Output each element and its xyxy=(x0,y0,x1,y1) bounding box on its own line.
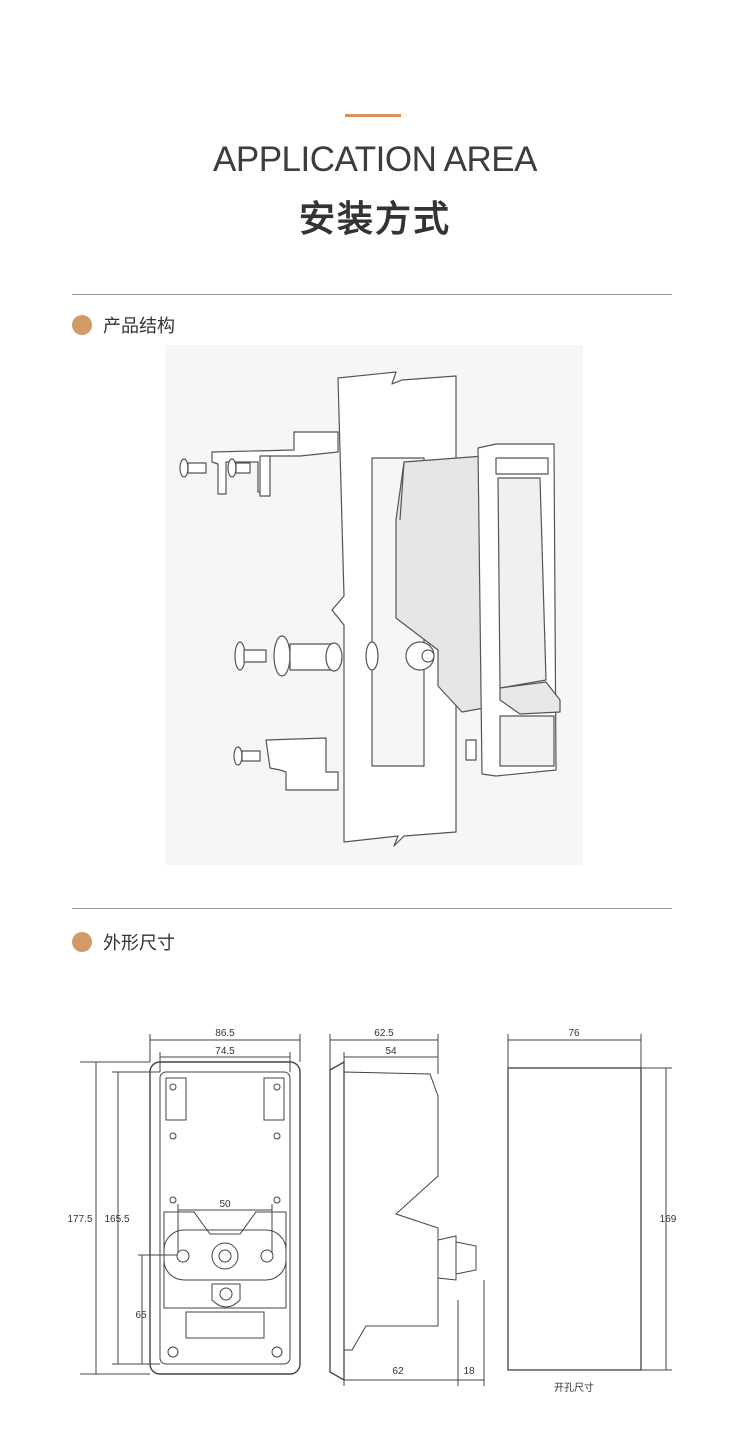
side-view-knob xyxy=(455,1241,477,1275)
accent-bar xyxy=(345,114,401,117)
section-dot-dimensions xyxy=(72,932,92,952)
front-view-top-left-tab xyxy=(165,1077,187,1121)
front-view-handle-slot xyxy=(185,1311,265,1339)
front-latch-screw xyxy=(219,1287,233,1301)
front-hole-2 xyxy=(273,1083,281,1091)
dim-label-62: 62 xyxy=(392,1366,404,1377)
front-view-top-right-tab xyxy=(263,1077,285,1121)
front-view-handle-plate xyxy=(163,1211,287,1309)
section-divider-structure xyxy=(72,294,672,295)
lock-bottom-block xyxy=(499,715,555,767)
dim-label-62-5: 62.5 xyxy=(374,1028,394,1039)
section-title-dimensions: 外形尺寸 xyxy=(103,933,175,954)
top-bracket-tab xyxy=(259,455,271,497)
bottom-screw-shaft xyxy=(241,750,261,762)
side-view-body xyxy=(343,1071,439,1351)
front-hole-bottom-right xyxy=(271,1346,283,1358)
front-hole-5 xyxy=(169,1196,177,1204)
dim-label-50: 50 xyxy=(219,1199,231,1210)
front-hole-3 xyxy=(169,1132,177,1140)
cutout-caption: 开孔尺寸 xyxy=(554,1381,594,1394)
spindle-end xyxy=(325,642,343,672)
dim-label-74-5: 74.5 xyxy=(215,1046,235,1057)
dim-label-165-5: 165.5 xyxy=(104,1214,129,1225)
page-title-cn: 安装方式 xyxy=(298,199,451,240)
front-hole-6 xyxy=(273,1196,281,1204)
cutout-rect xyxy=(507,1067,642,1371)
front-hole-1 xyxy=(169,1083,177,1091)
top-screw-2-shaft xyxy=(235,462,251,474)
lock-handle xyxy=(497,477,547,689)
page-title-en: APPLICATION AREA xyxy=(213,140,537,179)
front-handle-screw-left xyxy=(176,1249,190,1263)
dim-label-86-5: 86.5 xyxy=(215,1028,235,1039)
dim-label-177-5: 177.5 xyxy=(67,1214,92,1225)
front-cam-center xyxy=(218,1249,232,1263)
bottom-bracket xyxy=(265,737,339,791)
front-hole-4 xyxy=(273,1132,281,1140)
lock-bottom-pin xyxy=(465,739,477,761)
mid-screw-shaft xyxy=(243,649,267,663)
dim-label-18: 18 xyxy=(463,1366,475,1377)
front-view-outline xyxy=(149,1061,301,1375)
side-view-flange xyxy=(329,1060,345,1382)
section-divider-dimensions xyxy=(72,908,672,909)
front-view-inner xyxy=(159,1071,291,1365)
dim-label-54: 54 xyxy=(385,1046,397,1057)
section-title-structure: 产品结构 xyxy=(103,316,175,337)
dim-label-65: 65 xyxy=(135,1310,147,1321)
panel-boss xyxy=(365,641,379,671)
front-view-latch xyxy=(211,1283,241,1308)
front-hole-bottom-left xyxy=(167,1346,179,1358)
dim-label-169: 169 xyxy=(660,1214,677,1225)
lock-top-pin xyxy=(495,457,549,475)
section-dot-structure xyxy=(72,315,92,335)
side-view-knob-base xyxy=(437,1235,457,1281)
dim-label-76: 76 xyxy=(568,1028,580,1039)
front-handle-screw-right xyxy=(260,1249,274,1263)
top-screw-1-shaft xyxy=(187,462,207,474)
lock-handle-tip xyxy=(499,681,561,715)
cam-screw xyxy=(421,649,435,663)
